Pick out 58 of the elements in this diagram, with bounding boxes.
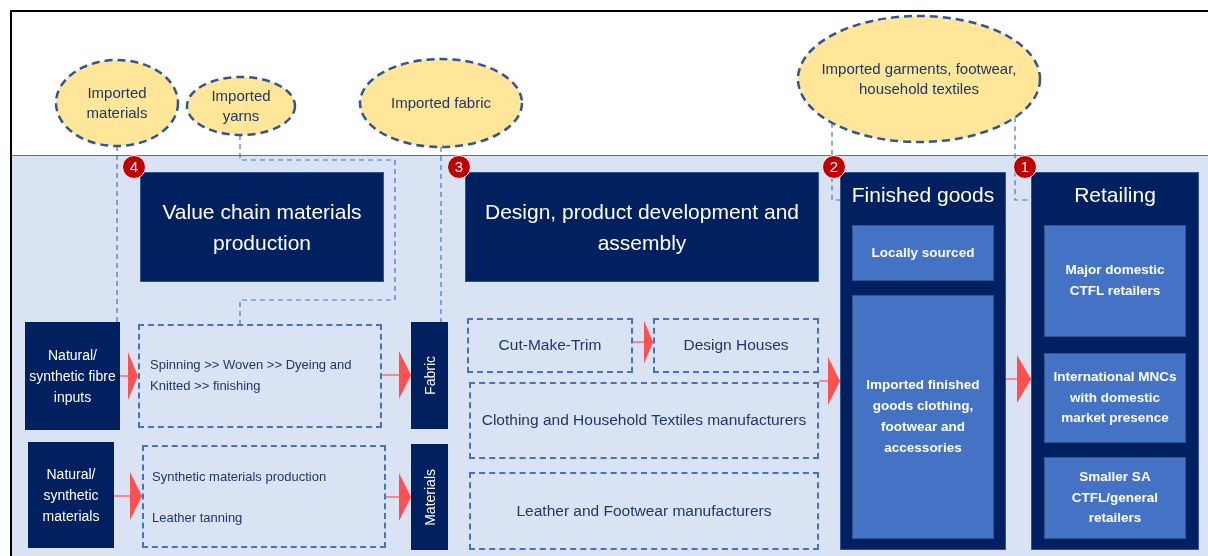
process-label: Cut-Make-Trim (498, 335, 602, 356)
chevron-arrow (385, 473, 412, 521)
dashed-connector (239, 134, 396, 325)
input-box (25, 322, 120, 430)
chevron-arrow (632, 320, 654, 364)
dashed-process-box (469, 472, 819, 550)
dashed-process-box (138, 324, 382, 428)
category-label: International MNCs with domestic market presence (1052, 367, 1178, 428)
import-label: Imported yarns (210, 85, 272, 126)
stage-title: Finished goods (851, 183, 995, 207)
dashed-process-box (653, 318, 819, 373)
category-box (1044, 353, 1186, 443)
stage-column (840, 172, 1006, 550)
dashed-connector (116, 145, 118, 323)
output-box (411, 322, 448, 429)
input-label: Natural/ synthetic fibre inputs (28, 345, 117, 407)
process-label: Leather and Footwear manufacturers (516, 500, 772, 521)
stage-title: Retailing (1074, 183, 1156, 207)
dashed-process-box (142, 445, 386, 548)
stage-column (1031, 172, 1199, 550)
process-label: Leather tanning (152, 509, 243, 525)
output-label: Materials (421, 468, 438, 526)
stage-title: Value chain materials production (161, 198, 363, 256)
dashed-connector (831, 122, 841, 201)
output-label: Fabric (421, 356, 438, 395)
chevron-arrow (119, 352, 139, 400)
category-label: Major domestic CTFL retailers (1064, 261, 1166, 300)
stage-box (465, 172, 819, 282)
import-ellipse (185, 75, 297, 137)
category-box (1044, 457, 1186, 539)
category-box (852, 225, 994, 281)
import-label: Imported materials (85, 82, 149, 123)
import-ellipse (358, 57, 524, 149)
input-label: Natural/ synthetic materials (41, 464, 101, 526)
category-box (852, 295, 994, 539)
import-label: Imported garments, footwear, household textiles (820, 58, 1018, 99)
category-label: Smaller SA CTFL/general retailers (1070, 467, 1160, 528)
category-label: Imported finished goods clothing, footwear and accessories (865, 376, 981, 457)
input-box (28, 442, 114, 548)
dashed-connector (440, 146, 442, 323)
import-ellipse (796, 14, 1042, 144)
process-label: Design Houses (683, 335, 789, 356)
process-label: Synthetic materials production (152, 468, 327, 484)
category-box (1044, 225, 1186, 337)
process-label: Spinning >> Woven >> Dyeing and Knitted >> finishing (150, 356, 353, 395)
stage-title: Design, product development and assembly (483, 198, 800, 256)
chevron-arrow (818, 357, 841, 405)
output-box (411, 444, 448, 550)
import-ellipse (54, 58, 180, 148)
chevron-arrow (1005, 355, 1032, 403)
stage-box (140, 172, 384, 282)
chevron-arrow (381, 351, 412, 399)
category-label: Locally sourced (871, 243, 975, 262)
process-label: Clothing and Household Textiles manufacturers (481, 410, 807, 431)
chevron-arrow (113, 472, 143, 520)
dashed-process-box (467, 318, 633, 373)
dashed-process-box (469, 382, 819, 459)
import-label: Imported fabric (390, 92, 491, 113)
